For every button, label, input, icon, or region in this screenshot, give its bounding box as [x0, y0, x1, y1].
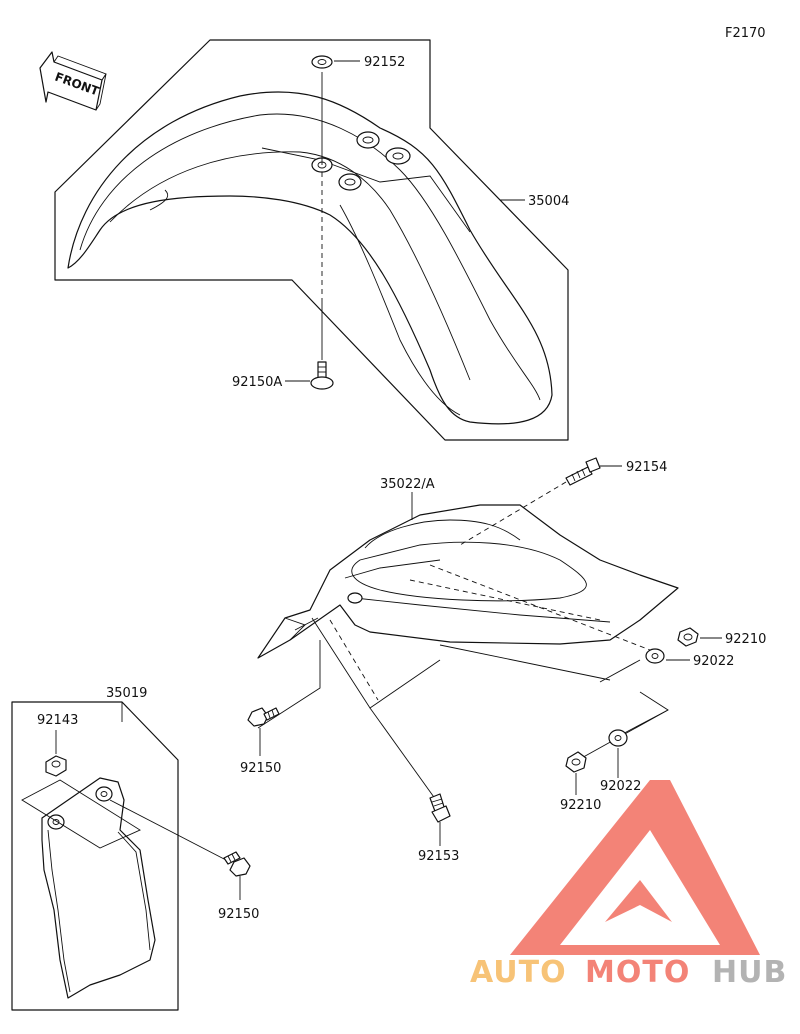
- bolt-92150-mid: [247, 707, 280, 727]
- callout-92150-lower: 92150: [218, 907, 259, 922]
- rear-fender-group: 35022/A 92154 92210 92022: [240, 457, 766, 864]
- nut-92210-lower: [565, 751, 587, 773]
- mud-flap-group: 35019 92143 92150: [11, 686, 259, 1011]
- grommet-92152: [311, 55, 333, 69]
- washer-92022-right: [645, 648, 665, 664]
- front-fender: [67, 91, 553, 425]
- automotohub-watermark: AUTO MOTO HUB: [470, 780, 787, 990]
- nut-92143: [45, 755, 67, 777]
- callout-92154: 92154: [626, 460, 667, 475]
- watermark-hub: HUB: [712, 955, 787, 990]
- bolt-92150a: [310, 361, 334, 390]
- bolt-92150-lower: [223, 851, 251, 877]
- washer-92022-lower: [608, 729, 628, 747]
- rear-fender: [257, 504, 679, 659]
- callout-92022-right: 92022: [693, 654, 734, 669]
- callout-35019: 35019: [106, 686, 147, 701]
- front-label: FRONT: [53, 70, 102, 99]
- callout-35004: 35004: [528, 194, 569, 209]
- watermark-moto: MOTO: [585, 955, 690, 990]
- front-fender-group: 92152 92150A 35004: [54, 39, 569, 441]
- front-direction-arrow: FRONT: [39, 51, 107, 111]
- mud-flap: [41, 777, 156, 999]
- callout-92022-lower: 92022: [600, 779, 641, 794]
- callout-92143: 92143: [37, 713, 78, 728]
- watermark-auto: AUTO: [470, 955, 567, 990]
- callout-92153: 92153: [418, 849, 459, 864]
- callout-92150-mid: 92150: [240, 761, 281, 776]
- bolt-92154: [565, 457, 601, 486]
- watermark-logo-mark: [510, 780, 760, 955]
- callout-92150a-upper: 92150A: [232, 375, 282, 390]
- callout-92210-lower: 92210: [560, 798, 601, 813]
- figure-code: F2170: [725, 26, 766, 41]
- callout-92210-right: 92210: [725, 632, 766, 647]
- bolt-92153: [429, 793, 451, 823]
- callout-35022a: 35022/A: [380, 477, 435, 492]
- nut-92210-right: [677, 627, 699, 647]
- callout-92152: 92152: [364, 55, 405, 70]
